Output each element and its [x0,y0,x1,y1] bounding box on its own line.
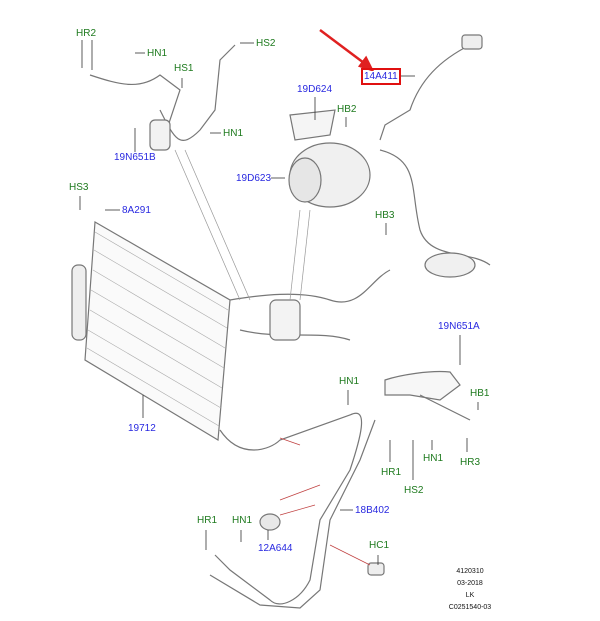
label-19n651a: 19N651A [438,321,480,332]
label-12a644: 12A644 [258,543,293,554]
condenser-19712 [71,221,231,442]
label-hc1: HC1 [369,540,390,551]
label-19n651b: 19N651B [114,152,156,163]
label-18b402: 18B402 [355,505,390,516]
footer-ref: C0251540-03 [448,604,492,611]
label-19d623: 19D623 [236,173,272,184]
label-hs2: HS2 [256,38,276,49]
footer-code: 4120310 [456,568,484,575]
label-hs2: HS2 [404,485,424,496]
label-19712: 19712 [128,423,156,434]
label-hb1: HB1 [470,388,490,399]
footer-date: 03-2018 [457,580,483,587]
compressor-19d623 [288,109,371,208]
label-8a291: 8A291 [122,205,151,216]
label-14a411-highlighted: 14A411 [361,68,401,85]
highlight-arrow [319,29,375,73]
diagram-footer: 4120310 03-2018 LK C0251540-03 [430,566,510,614]
label-hr2: HR2 [76,28,97,39]
label-hn1: HN1 [147,48,168,59]
label-hs3: HS3 [69,182,89,193]
label-hr1: HR1 [197,515,218,526]
label-hn1: HN1 [339,376,360,387]
label-hr3: HR3 [460,457,481,468]
label-hb3: HB3 [375,210,395,221]
label-hr1: HR1 [381,467,402,478]
label-19d624: 19D624 [297,84,333,95]
label-hn1: HN1 [423,453,444,464]
label-hs1: HS1 [174,63,194,74]
label-hn1: HN1 [223,128,244,139]
footer-region: LK [465,592,475,599]
label-hb2: HB2 [337,104,357,115]
label-hn1: HN1 [232,515,253,526]
